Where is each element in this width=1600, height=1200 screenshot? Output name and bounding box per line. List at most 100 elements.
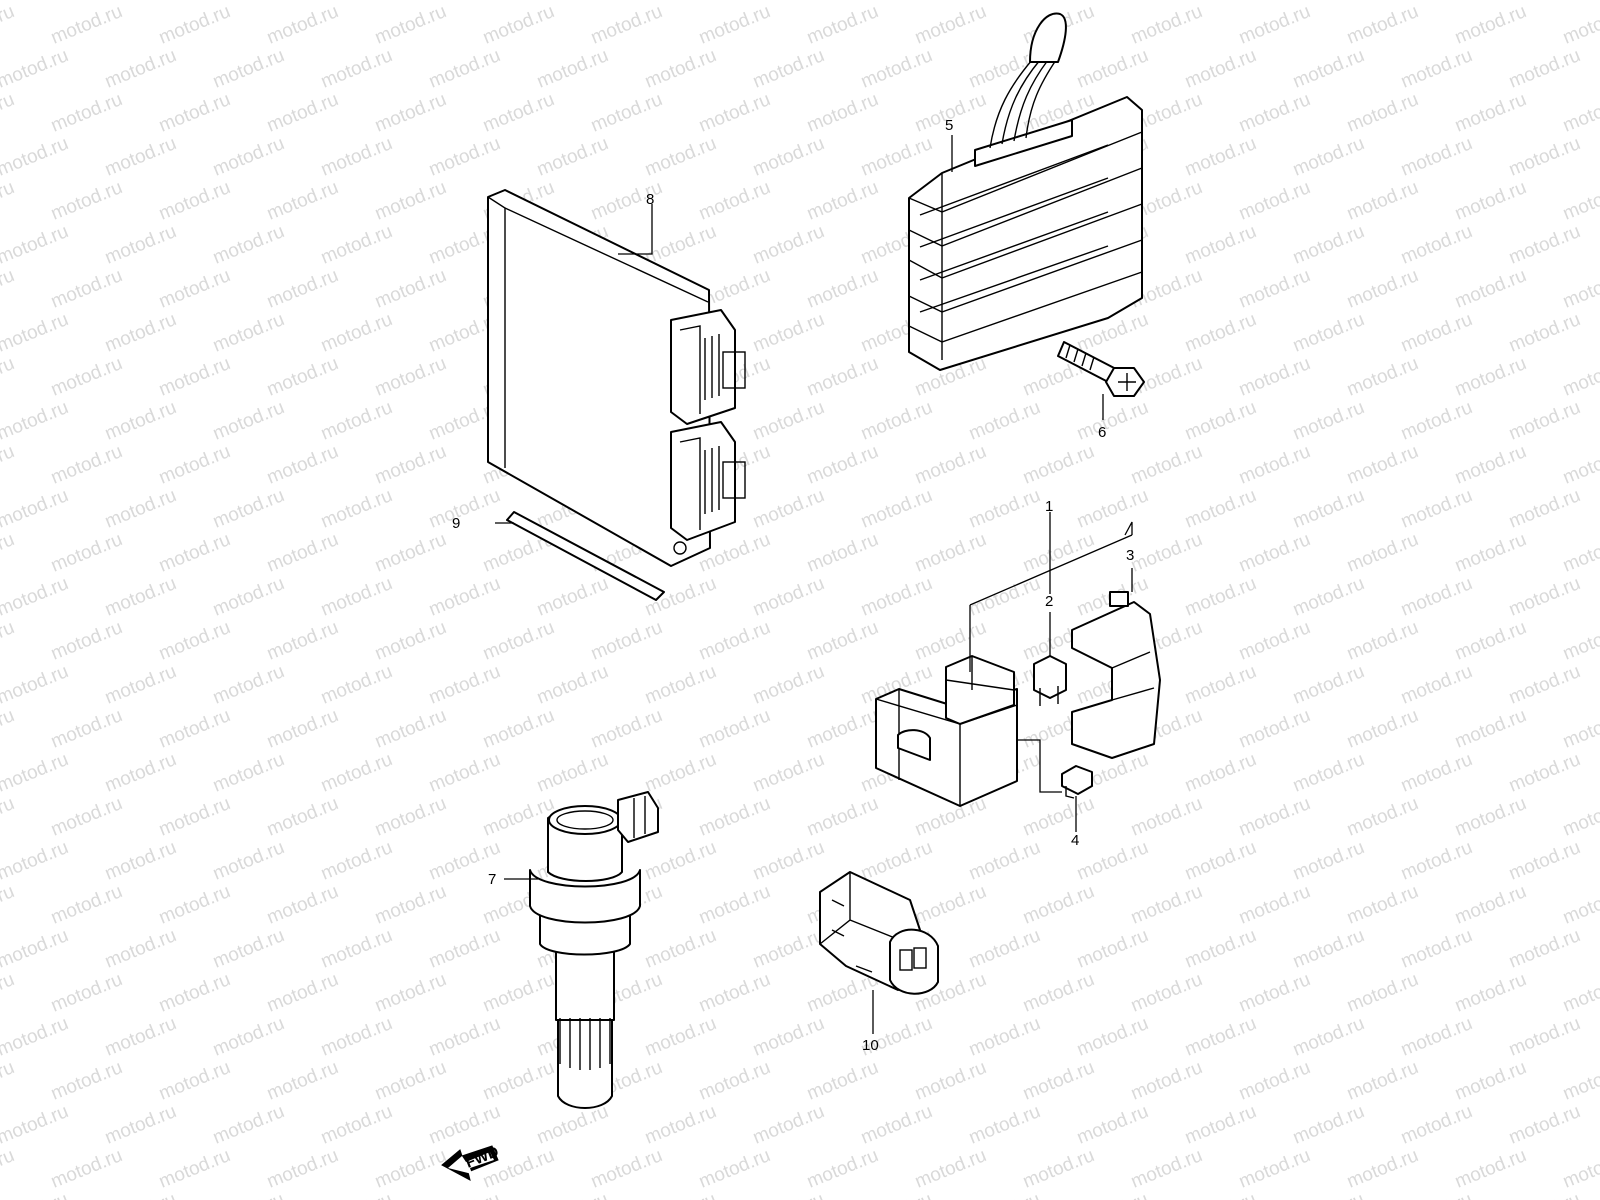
watermark-text: motod.ru [1344, 617, 1421, 665]
callout-7: 7 [488, 871, 496, 888]
screw [1061, 765, 1093, 799]
watermark-text: motod.ru [480, 89, 557, 137]
watermark-text: motod.ru [696, 969, 773, 1017]
watermark-text: motod.ru [0, 397, 71, 445]
watermark-text: motod.ru [1236, 969, 1313, 1017]
watermark-text: motod.ru [0, 969, 17, 1017]
watermark-text: motod.ru [1506, 837, 1583, 885]
regulator-rectifier [908, 12, 1143, 371]
watermark-text: motod.ru [1560, 705, 1600, 753]
watermark-text: motod.ru [210, 661, 287, 709]
watermark-text: motod.ru [102, 221, 179, 269]
watermark-text: motod.ru [1020, 881, 1097, 929]
watermark-text: motod.ru [1290, 309, 1367, 357]
callout-labels: 1 2 3 4 5 6 7 8 9 10 [452, 117, 1134, 1054]
watermark-text: motod.ru [210, 309, 287, 357]
watermark-text: motod.ru [804, 793, 881, 841]
watermark-text: motod.ru [0, 0, 71, 5]
watermark-text: motod.ru [534, 573, 611, 621]
watermark-text: motod.ru [318, 1013, 395, 1061]
watermark-text: motod.ru [372, 529, 449, 577]
watermark-text: motod.ru [426, 749, 503, 797]
callout-10: 10 [862, 1037, 879, 1054]
watermark-text: motod.ru [1452, 177, 1529, 225]
watermark-text: motod.ru [696, 89, 773, 137]
watermark-text: motod.ru [1398, 133, 1475, 181]
watermark-text: motod.ru [480, 617, 557, 665]
watermark-text: motod.ru [1344, 1057, 1421, 1105]
watermark-text: motod.ru [48, 1, 125, 49]
watermark-text: motod.ru [102, 45, 179, 93]
watermark-text: motod.ru [102, 573, 179, 621]
watermark-text: motod.ru [264, 1, 341, 49]
watermark-text: motod.ru [1236, 881, 1313, 929]
watermark-text: motod.ru [1074, 485, 1151, 533]
watermark-text: motod.ru [210, 221, 287, 269]
watermark-text: motod.ru [750, 309, 827, 357]
callout-4: 4 [1071, 832, 1079, 849]
watermark-text: motod.ru [1182, 133, 1259, 181]
watermark-text: motod.ru [0, 177, 17, 225]
watermark-text: motod.ru [1074, 45, 1151, 93]
watermark-text: motod.ru [1074, 1013, 1151, 1061]
watermark-text: motod.ru [1236, 441, 1313, 489]
watermark-text: motod.ru [102, 1101, 179, 1149]
watermark-text: motod.ru [966, 573, 1043, 621]
watermark-text: motod.ru [858, 1189, 935, 1200]
watermark-text: motod.ru [750, 1013, 827, 1061]
watermark-text: motod.ru [0, 353, 17, 401]
watermark-text: motod.ru [858, 45, 935, 93]
watermark-text: motod.ru [210, 45, 287, 93]
watermark-text: motod.ru [1182, 749, 1259, 797]
watermark-text: motod.ru [480, 793, 557, 841]
watermark-text: motod.ru [1182, 45, 1259, 93]
watermark-text: motod.ru [1236, 89, 1313, 137]
watermark-text: motod.ru [1560, 793, 1600, 841]
watermark-text: motod.ru [0, 705, 17, 753]
watermark-text: motod.ru [1182, 221, 1259, 269]
watermark-text: motod.ru [0, 793, 17, 841]
watermark-text: motod.ru [1506, 1101, 1583, 1149]
watermark-text: motod.ru [1344, 1145, 1421, 1193]
watermark-text: motod.ru [966, 837, 1043, 885]
ecm-unit [487, 189, 746, 567]
bolt [1057, 341, 1145, 397]
watermark-text: motod.ru [804, 441, 881, 489]
watermark-text: motod.ru [1290, 1101, 1367, 1149]
watermark-text: motod.ru [264, 529, 341, 577]
watermark-text: motod.ru [48, 441, 125, 489]
watermark-text: motod.ru [426, 1101, 503, 1149]
watermark-text: motod.ru [372, 705, 449, 753]
watermark-text: motod.ru [1452, 617, 1529, 665]
watermark-text: motod.ru [804, 1057, 881, 1105]
watermark-text: motod.ru [156, 617, 233, 665]
watermark-text: motod.ru [1560, 881, 1600, 929]
watermark-text: motod.ru [804, 705, 881, 753]
watermark-text: motod.ru [156, 265, 233, 313]
watermark-text: motod.ru [318, 45, 395, 93]
watermark-text: motod.ru [264, 1057, 341, 1105]
watermark-text: motod.ru [1560, 89, 1600, 137]
watermark-text: motod.ru [696, 1145, 773, 1193]
watermark-text: motod.ru [1452, 353, 1529, 401]
watermark-text: motod.ru [102, 925, 179, 973]
watermark-text: motod.ru [0, 1013, 71, 1061]
watermark-text: motod.ru [1236, 265, 1313, 313]
watermark-text: motod.ru [1020, 1145, 1097, 1193]
watermark-text: motod.ru [1128, 1145, 1205, 1193]
watermark-text: motod.ru [1506, 309, 1583, 357]
watermark-text: motod.ru [264, 441, 341, 489]
callout-2: 2 [1045, 593, 1053, 610]
watermark-text: motod.ru [642, 661, 719, 709]
watermark-text: motod.ru [1506, 45, 1583, 93]
watermark-text: motod.ru [102, 485, 179, 533]
watermark-text: motod.ru [372, 265, 449, 313]
watermark-text: motod.ru [1236, 617, 1313, 665]
watermark-text: motod.ru [0, 1145, 17, 1193]
watermark-text: motod.ru [210, 1101, 287, 1149]
watermark-text: motod.ru [102, 661, 179, 709]
watermark-text: motod.ru [0, 1189, 71, 1200]
watermark-text: motod.ru [318, 1101, 395, 1149]
watermark-text: motod.ru [1398, 1013, 1475, 1061]
watermark-text: motod.ru [1128, 529, 1205, 577]
